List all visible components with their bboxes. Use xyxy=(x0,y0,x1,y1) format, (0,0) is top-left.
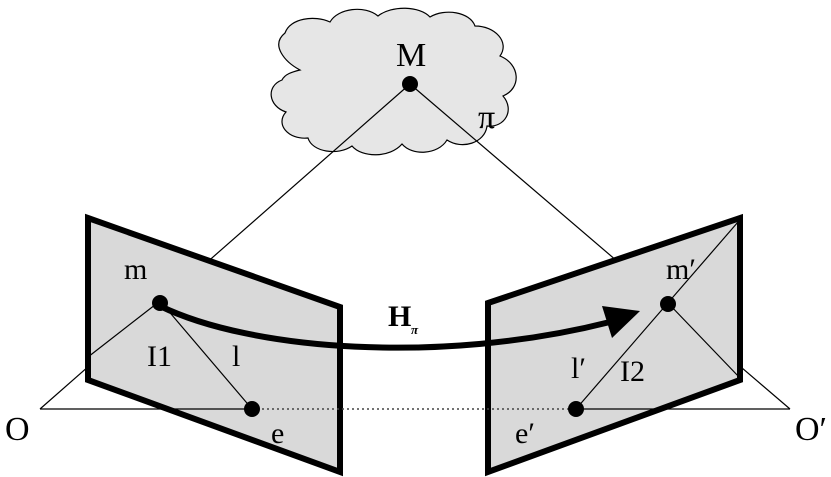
left-image-point-label: m xyxy=(124,253,147,286)
right-image-point-m-prime xyxy=(660,296,676,312)
right-image-plane xyxy=(485,213,743,477)
homography-subscript: π xyxy=(411,322,419,337)
scene-cloud xyxy=(270,7,517,156)
ray-left-inside xyxy=(87,300,161,358)
scene-point-label: M xyxy=(396,37,426,74)
right-epipole-point xyxy=(568,401,584,417)
right-image-point-label: m′ xyxy=(666,253,696,286)
homography-arrowhead xyxy=(602,306,640,338)
left-epipole-point xyxy=(244,401,260,417)
right-epipolar-line-label: l′ xyxy=(571,352,586,385)
homography-label: H xyxy=(388,300,411,333)
scene-point-M xyxy=(402,76,418,92)
left-image-point-m xyxy=(152,295,168,311)
left-center-label: O xyxy=(5,411,30,448)
left-epipole-label: e xyxy=(271,417,284,450)
plane-symbol-label: π xyxy=(478,99,495,136)
right-image-label: I2 xyxy=(620,355,645,388)
left-image-label: I1 xyxy=(147,340,172,373)
right-epipole-label: e′ xyxy=(515,417,535,450)
right-center-label: O′ xyxy=(795,411,827,448)
left-epipolar-line-label: l xyxy=(232,340,240,373)
left-epipolar-line xyxy=(159,300,253,410)
right-epipolar-line xyxy=(575,221,739,410)
homography-arrow xyxy=(158,303,611,351)
ray-right-inside xyxy=(667,302,741,379)
